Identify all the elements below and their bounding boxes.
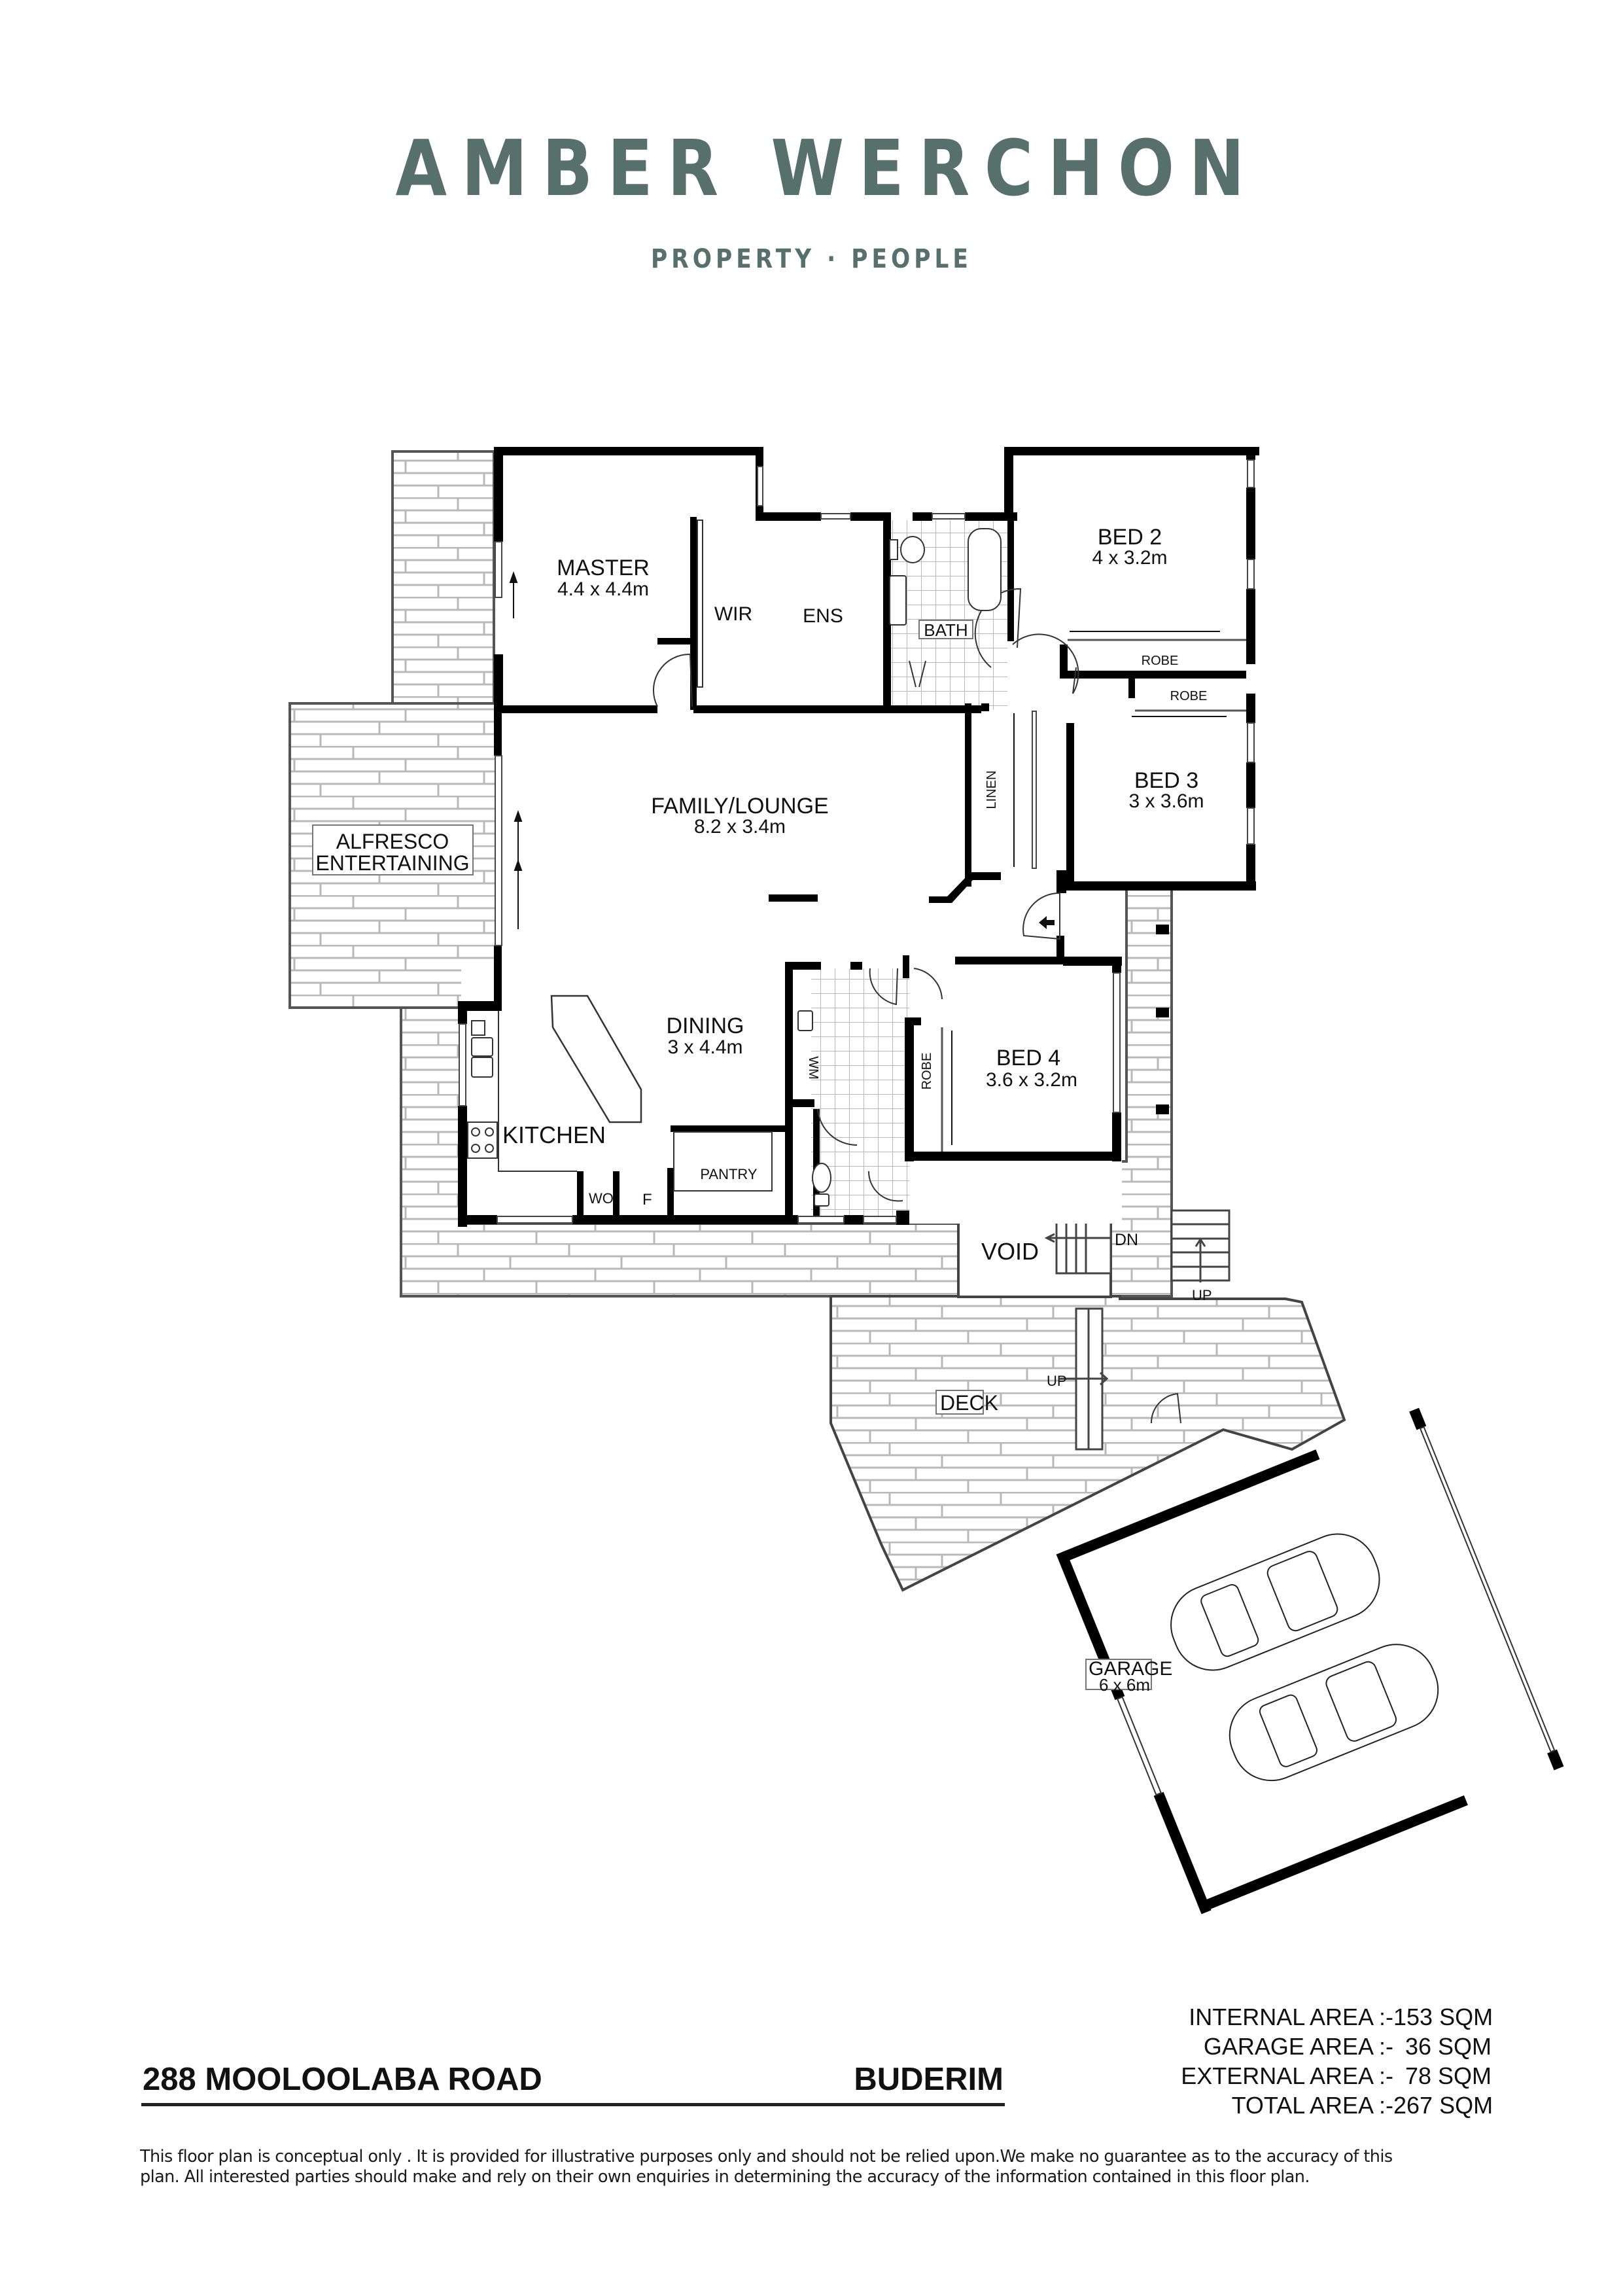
laundry-fixtures <box>797 1010 831 1207</box>
family-size: 8.2 x 3.4m <box>694 816 786 838</box>
alfresco-label-line1: ALFRESCO <box>336 830 449 853</box>
address-street: 288 MOOLOOLABA ROAD <box>143 2062 542 2097</box>
area-label: INTERNAL AREA :- <box>1189 2004 1393 2030</box>
garage-label: GARAGE <box>1089 1658 1172 1680</box>
right-stairs-label: UP <box>1192 1287 1212 1303</box>
area-value: 36 SQM <box>1405 2033 1492 2060</box>
wo-label: WO <box>589 1190 614 1207</box>
door-swings <box>653 588 1302 1728</box>
walls <box>458 447 1259 1227</box>
deck-label: DECK <box>940 1391 998 1415</box>
area-label: EXTERNAL AREA :- <box>1181 2062 1393 2089</box>
area-summary: INTERNAL AREA :-153 SQM GARAGE AREA :- 36… <box>1125 2002 1493 2120</box>
deck-label-box <box>935 1390 984 1415</box>
pantry-shelf <box>673 1131 773 1192</box>
wir-label: WIR <box>714 603 752 625</box>
wir-shelf <box>697 520 703 688</box>
deck-strip-master <box>391 450 495 705</box>
alfresco-label-box <box>312 824 474 875</box>
pantry-label: PANTRY <box>700 1166 758 1182</box>
area-row-external: EXTERNAL AREA :- 78 SQM <box>1125 2061 1492 2091</box>
deck-stairs <box>1060 1307 1109 1451</box>
sliding-door-arrows <box>509 571 1227 1145</box>
area-value: 267 SQM <box>1393 2092 1493 2119</box>
bed3-robe-label: ROBE <box>1170 689 1208 703</box>
dining-label: DINING <box>667 1014 744 1038</box>
area-row-garage: GARAGE AREA :- 36 SQM <box>1125 2032 1492 2061</box>
property-address: 288 MOOLOOLABA ROAD BUDERIM <box>141 2061 1005 2106</box>
disclaimer-line-1: This floor plan is conceptual only . It … <box>140 2147 1393 2166</box>
bed2-size: 4 x 3.2m <box>1092 547 1167 569</box>
cooktop <box>467 1122 498 1159</box>
brand-logo-name: AMBER WERCHON <box>395 123 1259 213</box>
garage <box>1056 1407 1564 1915</box>
ens-label: ENS <box>803 605 843 627</box>
area-label: GARAGE AREA :- <box>1203 2033 1393 2060</box>
deck-stairs-label: UP <box>1047 1373 1067 1389</box>
disclaimer: This floor plan is conceptual only . It … <box>140 2147 1501 2187</box>
kitchen-label: KITCHEN <box>502 1122 606 1148</box>
alfresco-label-line2: ENTERTAINING <box>315 851 469 875</box>
bath-fixtures <box>889 528 1002 688</box>
void-stairs-label: DN <box>1115 1231 1138 1249</box>
bath-label: BATH <box>924 620 968 640</box>
bed2-label: BED 2 <box>1098 525 1162 550</box>
bed4-robe-label: ROBE <box>920 1053 934 1090</box>
dining-size: 3 x 4.4m <box>667 1036 742 1058</box>
bath-label-box <box>918 620 973 639</box>
garage-size: 6 x 6m <box>1099 1675 1150 1695</box>
robe-lines <box>941 639 1246 1152</box>
area-label: TOTAL AREA :- <box>1231 2092 1393 2119</box>
area-value: 78 SQM <box>1405 2062 1492 2089</box>
bed3-size: 3 x 3.6m <box>1128 790 1204 812</box>
void-stairs <box>1044 1217 1112 1275</box>
kitchen-sink <box>471 1020 493 1078</box>
disclaimer-line-2: plan. All interested parties should make… <box>140 2167 1310 2187</box>
windows <box>459 459 1255 1224</box>
master-label: MASTER <box>557 556 650 580</box>
linen-label: LINEN <box>985 771 999 809</box>
bed2-robe-label: ROBE <box>1142 654 1179 668</box>
bed4-size: 3.6 x 3.2m <box>986 1069 1077 1091</box>
bed4-label: BED 4 <box>996 1046 1060 1070</box>
wm-label: WM <box>806 1056 820 1080</box>
right-stairs <box>1170 1209 1230 1282</box>
entry-arrow-icon <box>1039 916 1055 929</box>
garage-label-box <box>1085 1659 1152 1690</box>
brand-tagline: PROPERTY · PEOPLE <box>651 244 972 274</box>
area-row-total: TOTAL AREA :-267 SQM <box>1125 2091 1493 2120</box>
area-value: 153 SQM <box>1393 2004 1493 2030</box>
kitchen-bench <box>498 1011 577 1172</box>
bed3-label: BED 3 <box>1134 768 1198 793</box>
void-label: VOID <box>981 1238 1039 1265</box>
master-size: 4.4 x 4.4m <box>557 578 649 600</box>
family-label: FAMILY/LOUNGE <box>651 794 828 819</box>
kitchen-island <box>550 995 642 1123</box>
area-row-internal: INTERNAL AREA :-153 SQM <box>1125 2002 1493 2032</box>
address-suburb: BUDERIM <box>854 2062 1003 2097</box>
fridge-label: F <box>642 1191 652 1209</box>
